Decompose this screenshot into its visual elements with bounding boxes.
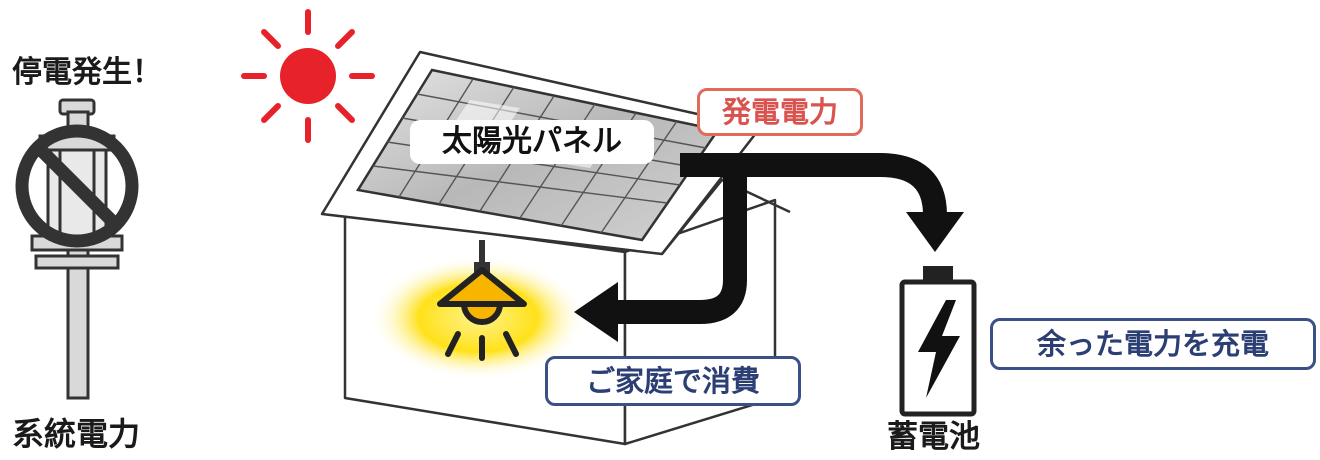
outage-label: 停電発生！ xyxy=(12,55,162,90)
generated-power-box: 発電電力 xyxy=(697,88,863,136)
arrow-head-home xyxy=(574,282,618,342)
power-flow-arrows xyxy=(610,153,947,324)
solar-panel-label: 太陽光パネル xyxy=(410,120,654,164)
arrow-head-battery xyxy=(906,212,964,252)
grid-power-label: 系統電力 xyxy=(12,415,141,453)
charge-surplus-box: 余った電力を充電 xyxy=(990,318,1316,370)
sun-icon xyxy=(241,9,375,143)
battery-icon xyxy=(899,266,977,417)
lightning-icon xyxy=(918,300,960,398)
home-consumption-box: ご家庭で消費 xyxy=(545,356,801,406)
prohibited-icon xyxy=(15,124,139,248)
battery-label: 蓄電池 xyxy=(887,419,980,455)
arrow-to-home xyxy=(610,172,747,324)
lamp-icon xyxy=(437,240,527,361)
arrow-to-battery xyxy=(680,153,947,216)
